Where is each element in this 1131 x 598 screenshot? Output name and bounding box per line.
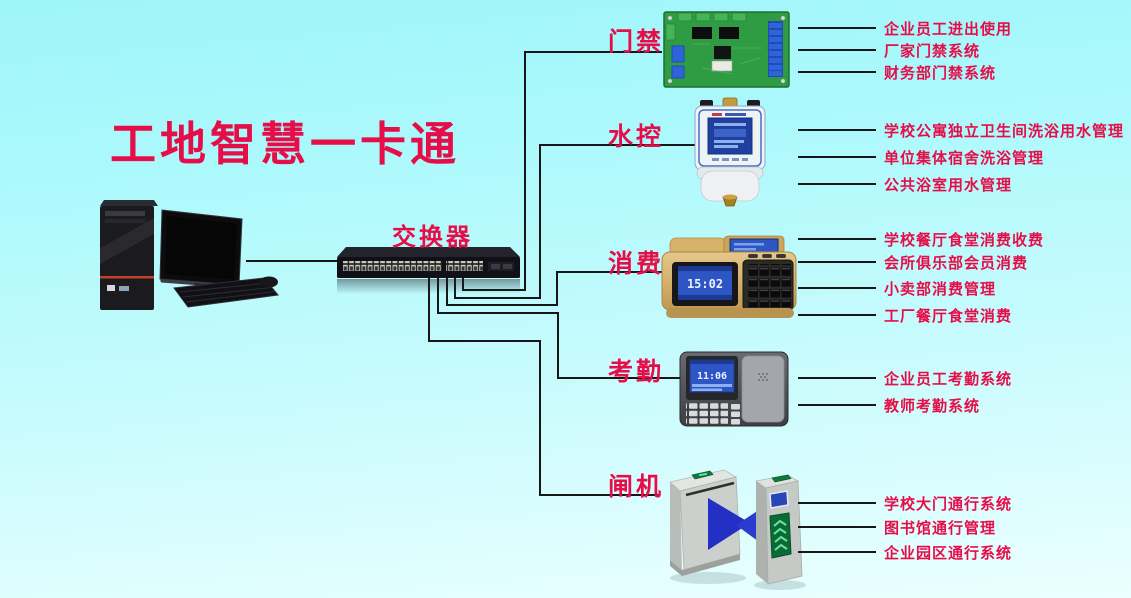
water-lcd [707, 117, 753, 155]
use-case-label: 厂家门禁系统 [884, 42, 981, 60]
use-case-label: 企业员工进出使用 [884, 20, 1013, 38]
leader-line [798, 183, 876, 185]
leader-line [798, 404, 876, 406]
water-controller [694, 97, 766, 207]
access-control-board [663, 11, 790, 88]
use-case-row: 企业员工考勤系统 [798, 367, 1012, 389]
chevron-indicator [773, 519, 788, 551]
leader-line [798, 129, 876, 131]
green-terminals [665, 12, 747, 41]
blue-terminals [671, 21, 783, 79]
network-switch-illustration [337, 247, 520, 294]
use-case-label: 会所俱乐部会员消费 [884, 254, 1029, 272]
use-case-label: 单位集体宿舍洗浴管理 [884, 149, 1045, 167]
use-case-row: 学校公寓独立卫生间洗浴用水管理 [798, 119, 1124, 141]
branch-label-gate: 闸机 [608, 473, 665, 501]
use-case-row: 学校大门通行系统 [798, 492, 1012, 514]
attendance-keypad [686, 403, 740, 426]
attendance-machine: 11:06 [679, 351, 789, 427]
speaker-dots [758, 373, 768, 381]
leader-line [798, 238, 876, 240]
use-case-label: 学校大门通行系统 [884, 495, 1013, 513]
use-case-row: 工厂餐厅食堂消费 [798, 304, 1012, 326]
use-case-label: 学校公寓独立卫生间洗浴用水管理 [884, 122, 1125, 140]
leader-line [798, 261, 876, 263]
use-case-label: 学校餐厅食堂消费收费 [884, 231, 1045, 249]
use-case-row: 图书馆通行管理 [798, 516, 996, 538]
branch-label-attend: 考勤 [608, 358, 665, 386]
leader-line [798, 27, 876, 29]
leader-line [798, 314, 876, 316]
leader-line [798, 71, 876, 73]
use-case-row: 企业员工进出使用 [798, 17, 1012, 39]
line-gate [428, 272, 660, 496]
use-case-label: 公共浴室用水管理 [884, 176, 1013, 194]
branch-label-access: 门禁 [608, 28, 665, 56]
computer-illustration [100, 200, 279, 310]
line-attend [437, 272, 680, 379]
use-case-row: 公共浴室用水管理 [798, 173, 1012, 195]
pos-screen-time: 15:02 [687, 277, 723, 291]
use-case-label: 图书馆通行管理 [884, 519, 997, 537]
leader-line [798, 287, 876, 289]
leader-line [798, 551, 876, 553]
use-case-row: 财务部门禁系统 [798, 61, 996, 83]
rj45-jack [714, 46, 731, 59]
branch-label-consume: 消费 [608, 250, 665, 278]
pos-terminal: 15:02 [661, 235, 797, 318]
use-case-label: 小卖部消费管理 [884, 280, 997, 298]
attendance-lcd: 11:06 [686, 356, 738, 400]
use-case-label: 企业园区通行系统 [884, 544, 1013, 562]
pos-keypad [742, 259, 794, 311]
leader-line [798, 377, 876, 379]
use-case-row: 学校餐厅食堂消费收费 [798, 228, 1044, 250]
computer-mouse [260, 276, 278, 288]
branch-label-water: 水控 [608, 123, 665, 151]
leader-line [798, 526, 876, 528]
use-case-row: 会所俱乐部会员消费 [798, 251, 1028, 273]
leader-line [798, 156, 876, 158]
use-case-label: 教师考勤系统 [884, 397, 981, 415]
relays [692, 27, 739, 39]
leader-line [798, 502, 876, 504]
leader-line [798, 49, 876, 51]
switch-label: 交换器 [392, 224, 473, 251]
attendance-screen-time: 11:06 [697, 371, 727, 382]
right-flap [736, 508, 762, 544]
use-case-row: 厂家门禁系统 [798, 39, 980, 61]
left-flap [708, 498, 750, 550]
right-gate-cabinet [754, 474, 803, 585]
use-case-label: 财务部门禁系统 [884, 64, 997, 82]
turnstile-gates [669, 469, 806, 590]
use-case-row: 教师考勤系统 [798, 394, 980, 416]
use-case-row: 单位集体宿舍洗浴管理 [798, 146, 1044, 168]
use-case-row: 小卖部消费管理 [798, 277, 996, 299]
use-case-row: 企业园区通行系统 [798, 541, 1012, 563]
use-case-label: 工厂餐厅食堂消费 [884, 307, 1013, 325]
page-title: 工地智慧一卡通 [110, 118, 460, 170]
pos-lcd: 15:02 [672, 262, 738, 306]
use-case-label: 企业员工考勤系统 [884, 370, 1013, 388]
computer-tower [100, 200, 158, 310]
